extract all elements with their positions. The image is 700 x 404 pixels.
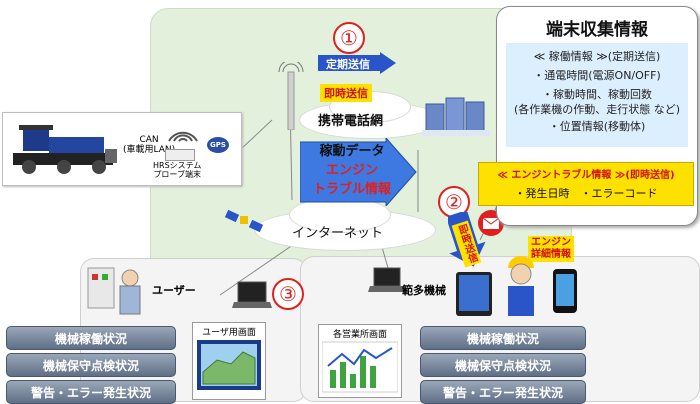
periodic-send-arrow [318, 52, 396, 74]
paver-machine-icon [13, 125, 117, 174]
internet-cloud-top [290, 198, 390, 232]
server-icon [422, 97, 490, 136]
info-box-body: ≪ 稼働情報 ≫(定期送信) ・通電時間(電源ON/OFF) ・稼動時間、稼動回… [506, 43, 688, 147]
company-screen-label: 各営業所画面 [332, 330, 387, 340]
satellite-icon [224, 209, 264, 233]
engine-detail-tag: エンジン 詳細情報 [528, 236, 574, 262]
terminal-line-1: HRSシステム [153, 161, 202, 170]
step-1-badge: ① [333, 22, 365, 54]
gps-badge: GPS [207, 137, 229, 153]
terminal-device-icon [165, 149, 195, 161]
antenna-icon [278, 62, 304, 130]
can-sub-text: (車載用LAN) [123, 145, 176, 155]
gps-text: GPS [210, 141, 226, 149]
user-maintenance-button[interactable]: 機械保守点検状況 [6, 353, 176, 377]
mobile-network-label: 携帯電話網 [318, 114, 384, 129]
info-item-runtime: ・稼動時間、稼動回数 [542, 88, 652, 101]
info-item-location: ・位置情報(移動体) [548, 120, 646, 133]
trouble-title: ≪ エンジントラブル情報 ≫(即時送信) [497, 170, 675, 181]
company-warning-button[interactable]: 警告・エラー発生状況 [420, 380, 586, 404]
instant-send-tag: 即時送信 [320, 84, 372, 102]
periodic-send-label: 定期送信 [326, 58, 370, 71]
terminal-label: HRSシステム プローブ端末 [153, 161, 201, 179]
company-buttons: 機械稼働状況 機械保守点検状況 警告・エラー発生状況 [420, 326, 586, 404]
smartphone-icon [553, 269, 577, 313]
user-buttons: 機械稼働状況 機械保守点検状況 警告・エラー発生状況 [6, 326, 176, 404]
step-3-badge: ③ [272, 278, 304, 310]
info-box-title: 端末収集情報 [546, 20, 648, 40]
engine-detail-line-2: 詳細情報 [531, 249, 571, 260]
can-label: CAN (車載用LAN) [123, 135, 175, 155]
company-maintenance-button[interactable]: 機械保守点検状況 [420, 353, 586, 377]
company-label: 範多機械 [402, 284, 446, 297]
big-arrow-line-2: エンジン [325, 163, 378, 178]
wifi-icon [168, 131, 198, 142]
mail-icon [478, 210, 504, 236]
company-laptop-icon [368, 267, 406, 292]
laptop-icon [232, 281, 272, 308]
user-person-icon [87, 267, 141, 315]
chart-icon [321, 341, 399, 393]
big-arrow-line-1: 稼動データ [319, 144, 385, 159]
company-status-button[interactable]: 機械稼働状況 [420, 326, 586, 350]
company-screen: 各営業所画面 [318, 324, 402, 398]
map-icon [197, 340, 261, 390]
user-label: ユーザー [152, 284, 196, 297]
info-item-detail: (各作業機の作動、走行状態 など) [513, 103, 681, 116]
field-worker-icon [508, 256, 534, 316]
user-screen-label: ユーザ用画面 [202, 328, 256, 338]
big-arrow-text: 稼動データ エンジン トラブル情報 [306, 142, 398, 199]
big-arrow-line-3: トラブル情報 [312, 182, 391, 197]
engine-trouble-box: ≪ エンジントラブル情報 ≫(即時送信) ・発生日時 ・エラーコード [478, 162, 694, 206]
machine-panel: CAN (車載用LAN) HRSシステム プローブ端末 GPS [2, 112, 242, 186]
internet-label: インターネット [292, 226, 384, 241]
can-text: CAN [139, 135, 159, 145]
tablet-icon [456, 272, 492, 316]
terminal-line-2: プローブ端末 [153, 170, 201, 179]
engine-detail-line-1: エンジン [531, 237, 571, 248]
user-status-button[interactable]: 機械稼働状況 [6, 326, 176, 350]
info-subtitle: ≪ 稼働情報 ≫(定期送信) [533, 50, 661, 63]
user-screen: ユーザ用画面 [192, 322, 266, 400]
trouble-items: ・発生日時 ・エラーコード [514, 187, 658, 200]
info-item-power: ・通電時間(電源ON/OFF) [533, 69, 661, 82]
data-big-arrow [300, 138, 417, 206]
user-warning-button[interactable]: 警告・エラー発生状況 [6, 380, 176, 404]
